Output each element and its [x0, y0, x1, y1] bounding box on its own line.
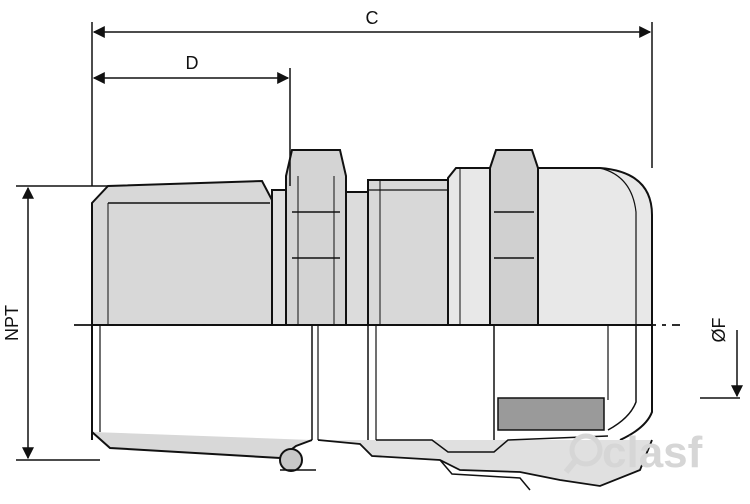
dimension-d	[92, 68, 291, 186]
dimension-f	[700, 330, 743, 399]
neck-upper	[271, 189, 287, 326]
clamping-fingers	[317, 439, 653, 487]
cap-hex-upper	[489, 149, 539, 326]
dimension-d-label: D	[186, 53, 199, 73]
cap-nut-upper	[447, 167, 653, 326]
upper-half-section	[91, 149, 653, 326]
seal-insert	[497, 397, 605, 431]
dimension-npt-label: NPT	[2, 305, 22, 341]
dimension-c-label: C	[366, 8, 379, 28]
shaft-upper	[345, 191, 369, 326]
lower-half-section	[91, 325, 653, 491]
middle-thread-upper	[367, 179, 449, 326]
dimension-c	[91, 22, 653, 186]
o-ring	[279, 448, 303, 472]
watermark-text: clasf	[602, 428, 703, 477]
dimension-npt	[16, 185, 108, 461]
watermark-logo: clasf	[563, 428, 703, 477]
body-hex-upper	[285, 149, 347, 326]
dimension-f-label: ØF	[709, 317, 729, 342]
npt-thread-lower	[91, 431, 313, 460]
